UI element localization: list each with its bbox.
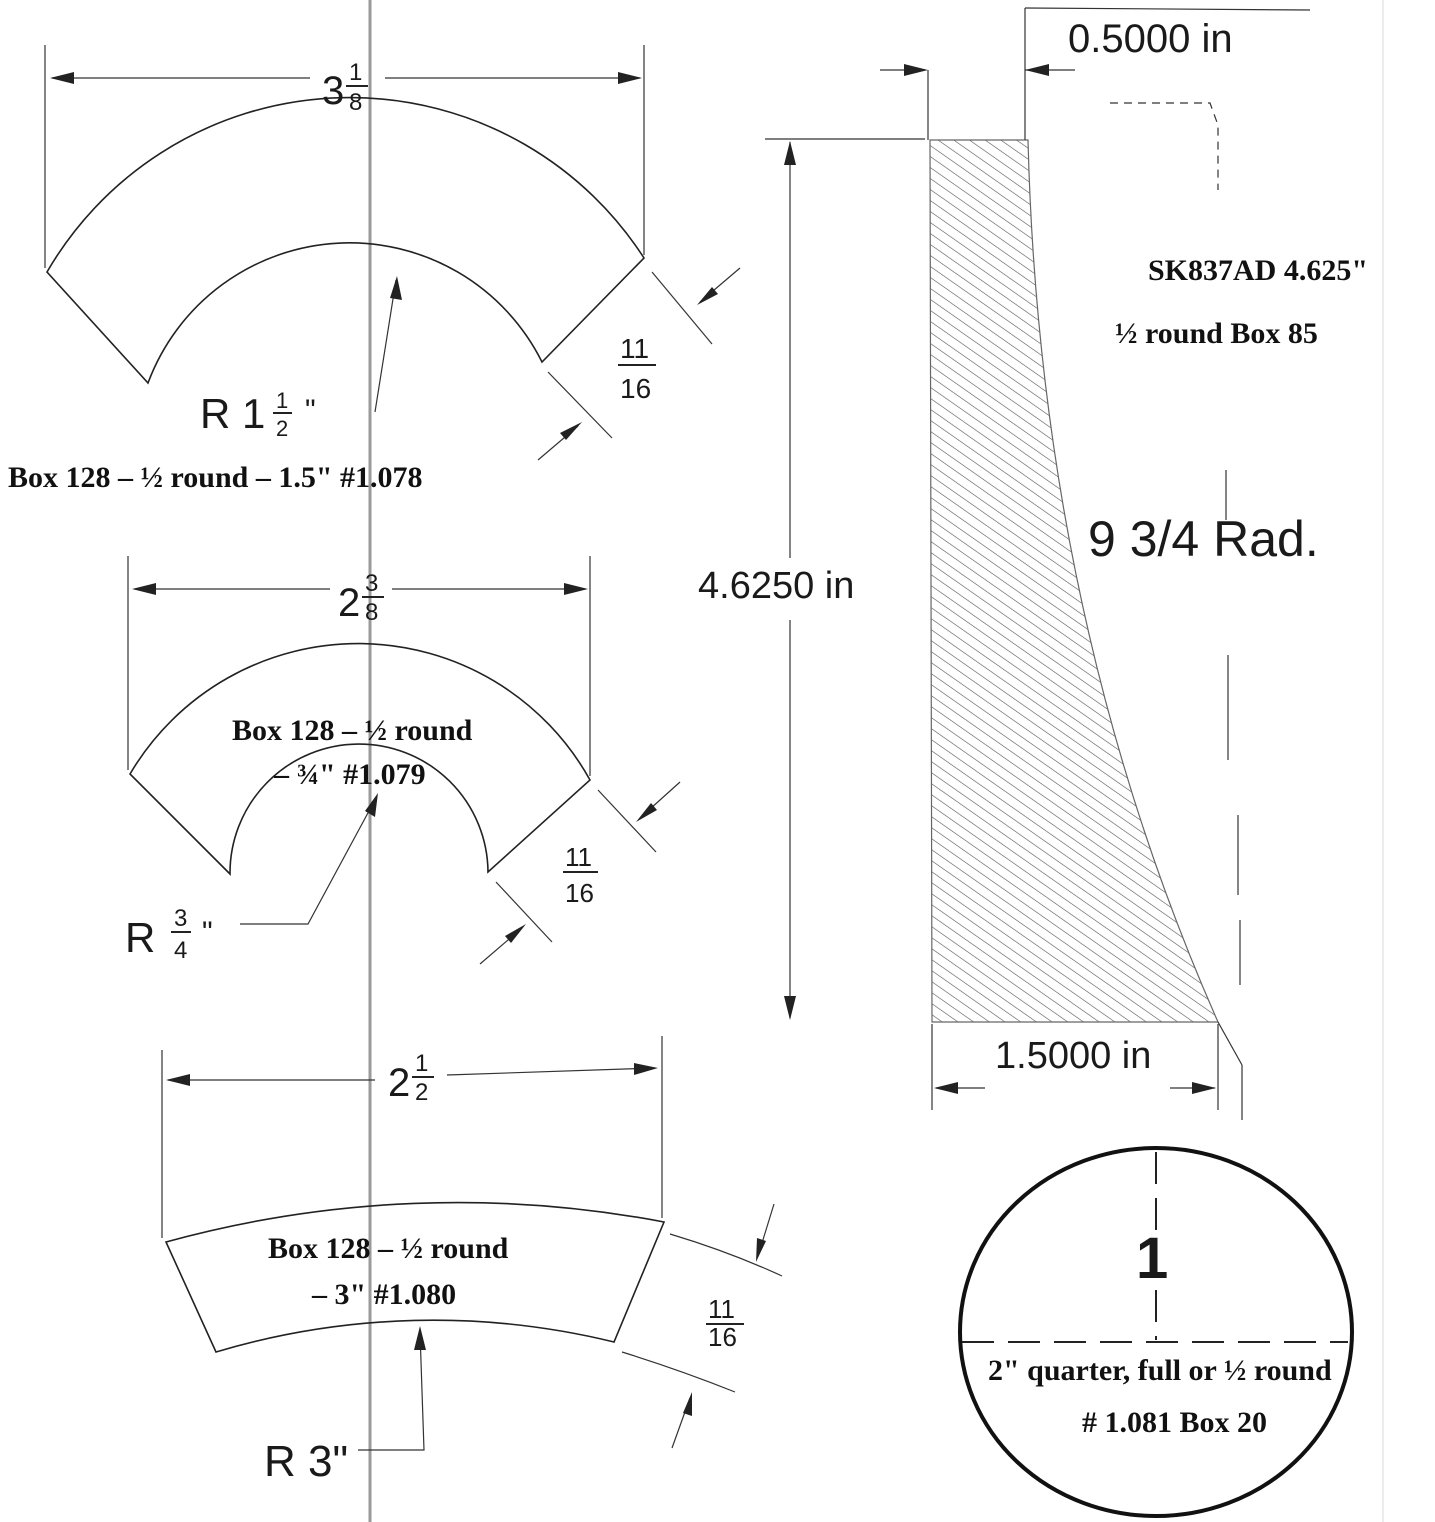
profile-radius-label: 9 3/4 Rad.	[1088, 511, 1319, 567]
svg-text:1: 1	[349, 59, 362, 86]
svg-text:16: 16	[708, 1322, 737, 1352]
svg-text:1: 1	[415, 1050, 428, 1077]
circle-note-line2: # 1.081 Box 20	[1082, 1406, 1267, 1439]
arc-bottom-thickness-label: 11 16	[706, 1294, 744, 1352]
svg-text:3: 3	[365, 570, 378, 597]
svg-text:": "	[202, 916, 213, 949]
profile-top-width-label: 0.5000 in	[1068, 17, 1233, 61]
circle-center-mark: 1	[1136, 1226, 1168, 1291]
arc-middle-radius-label: R 3 4 "	[125, 905, 213, 964]
arc-bottom-shape	[164, 1201, 666, 1353]
arc-middle-section: 2 3 8 11 16 R 3 4 " Box 128 – ½ round – …	[125, 556, 681, 965]
arc-top-width-label: 3 1 8	[322, 59, 368, 116]
profile-section: 0.5000 in 4.6250 in 1.5000 in 9 3/4 Rad.…	[698, 7, 1368, 1120]
svg-text:": "	[305, 394, 316, 427]
arc-top-note: Box 128 – ½ round – 1.5" #1.078	[8, 461, 423, 494]
svg-text:2: 2	[415, 1079, 428, 1106]
arc-top-section: 3 1 8 11 16 R 1 1 2 " Box 128 – ½ round …	[8, 45, 741, 494]
svg-text:4: 4	[174, 937, 187, 964]
svg-text:8: 8	[349, 89, 362, 116]
profile-note-line1: SK837AD 4.625"	[1148, 254, 1368, 287]
arc-bottom-note-line2: – 3" #1.080	[311, 1278, 456, 1311]
circle-section: 1 2" quarter, full or ½ round # 1.081 Bo…	[958, 1146, 1354, 1518]
svg-text:3: 3	[174, 905, 187, 932]
profile-height-label: 4.6250 in	[698, 565, 854, 607]
arc-top-radius-label: R 1 1 2 "	[200, 388, 316, 441]
arc-bottom-radius-label: R 3"	[264, 1437, 348, 1486]
round-circle-shape	[958, 1146, 1354, 1518]
circle-note-line1: 2" quarter, full or ½ round	[988, 1354, 1332, 1387]
arc-bottom-note-line1: Box 128 – ½ round	[268, 1232, 509, 1265]
svg-text:11: 11	[708, 1294, 735, 1324]
svg-text:1: 1	[276, 388, 288, 413]
arc-middle-note-line1: Box 128 – ½ round	[232, 714, 473, 747]
profile-bottom-width-label: 1.5000 in	[995, 1035, 1151, 1077]
arc-bottom-width-label: 2 1 2	[388, 1050, 434, 1106]
arc-top-shape	[46, 96, 646, 385]
svg-text:2: 2	[338, 581, 360, 625]
svg-text:8: 8	[365, 599, 378, 626]
svg-text:11: 11	[620, 333, 649, 364]
profile-note-line2: ½ round Box 85	[1115, 317, 1318, 350]
profile-hatched-shape	[929, 139, 1219, 1023]
svg-text:2: 2	[276, 416, 288, 441]
arc-top-thickness-label: 11 16	[618, 333, 656, 404]
svg-text:2: 2	[388, 1061, 410, 1105]
arc-bottom-section: 2 1 2 11 16 R 3" Box 128 – ½ round – 3" …	[161, 1036, 783, 1486]
svg-text:R 1: R 1	[200, 390, 265, 437]
arc-middle-thickness-label: 11 16	[563, 842, 598, 908]
svg-text:3: 3	[322, 69, 344, 113]
arc-middle-note-line2: – ¾" #1.079	[273, 758, 426, 791]
svg-text:11: 11	[565, 842, 592, 872]
arc-middle-width-label: 2 3 8	[338, 570, 384, 626]
arc-middle-shape	[128, 642, 592, 876]
svg-text:R: R	[125, 914, 155, 961]
svg-text:16: 16	[565, 878, 594, 908]
svg-text:16: 16	[620, 373, 651, 404]
